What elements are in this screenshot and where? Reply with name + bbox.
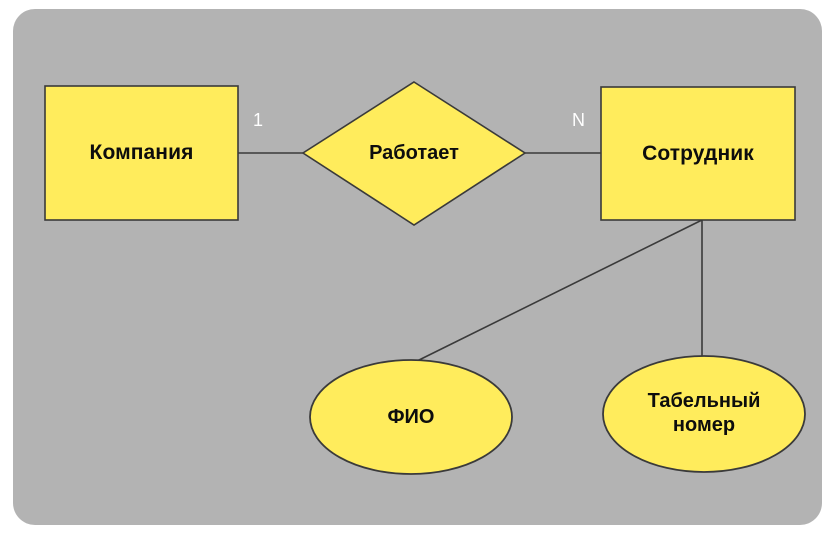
connector-employee-fullname <box>414 219 703 363</box>
relationship-works-shape[interactable] <box>301 81 527 226</box>
attribute-fullname-shape[interactable] <box>309 359 513 475</box>
entity-company-shape[interactable] <box>44 85 239 221</box>
entity-employee-shape[interactable] <box>600 86 796 221</box>
attribute-tabnumber-shape[interactable] <box>602 355 806 473</box>
